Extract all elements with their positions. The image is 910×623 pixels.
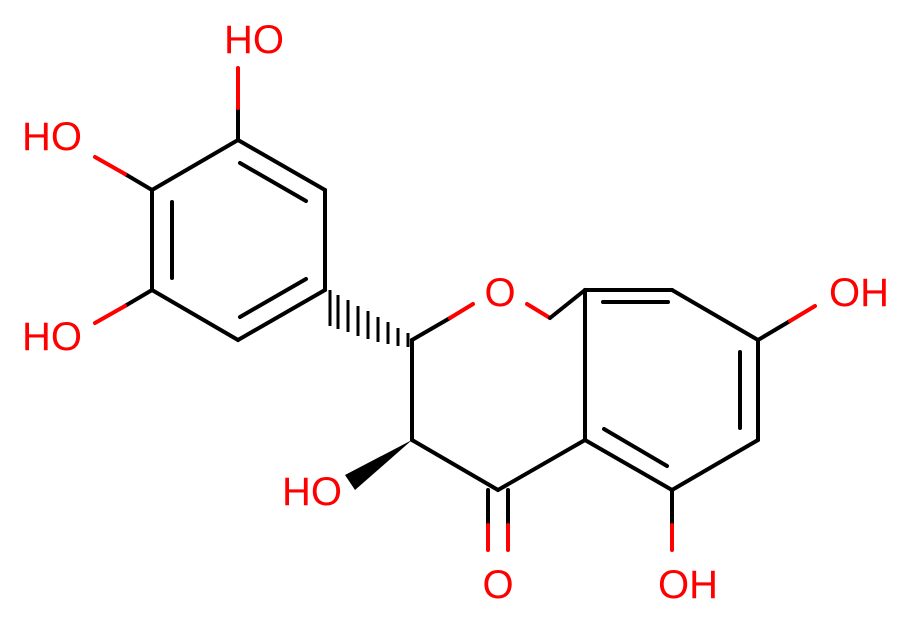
bond bbox=[150, 288, 240, 342]
bond bbox=[756, 319, 792, 342]
bond-to-oxygen bbox=[525, 302, 552, 320]
atom-label-carbonyl-oxygen: O bbox=[482, 563, 513, 607]
bond bbox=[236, 288, 327, 342]
bond-to-oxygen bbox=[93, 304, 127, 325]
bond bbox=[670, 438, 760, 492]
bond-to-oxygen bbox=[93, 155, 127, 176]
atom-label-oh-right: OH bbox=[829, 271, 889, 315]
bond bbox=[583, 438, 674, 492]
atom-label-oh-top: HO bbox=[224, 18, 284, 62]
atom-label-oh-upper-left: HO bbox=[22, 115, 82, 159]
bond bbox=[123, 288, 154, 308]
atom-label-oh-lower-left: HO bbox=[22, 315, 82, 359]
bond bbox=[670, 288, 760, 342]
bond bbox=[410, 438, 500, 492]
hashed-wedge-bond bbox=[328, 290, 410, 347]
bond-to-oxygen bbox=[448, 302, 475, 320]
double-bond-inner bbox=[238, 161, 308, 203]
bond bbox=[150, 138, 240, 192]
solid-wedge-bond bbox=[345, 440, 412, 490]
bond bbox=[548, 288, 587, 320]
atom-label-oh-c3: HO bbox=[282, 470, 342, 514]
b-ring bbox=[150, 138, 327, 342]
bond bbox=[236, 138, 327, 192]
bond bbox=[410, 316, 452, 342]
a-ring bbox=[583, 288, 760, 492]
double-bond-inner bbox=[238, 277, 308, 319]
bond bbox=[123, 172, 154, 192]
atom-label-ring-oxygen: O bbox=[484, 271, 515, 315]
atom-label-oh-c5: OH bbox=[658, 563, 718, 607]
bond-to-oxygen bbox=[788, 304, 817, 323]
double-bond-inner bbox=[602, 427, 669, 468]
bond bbox=[496, 438, 587, 492]
